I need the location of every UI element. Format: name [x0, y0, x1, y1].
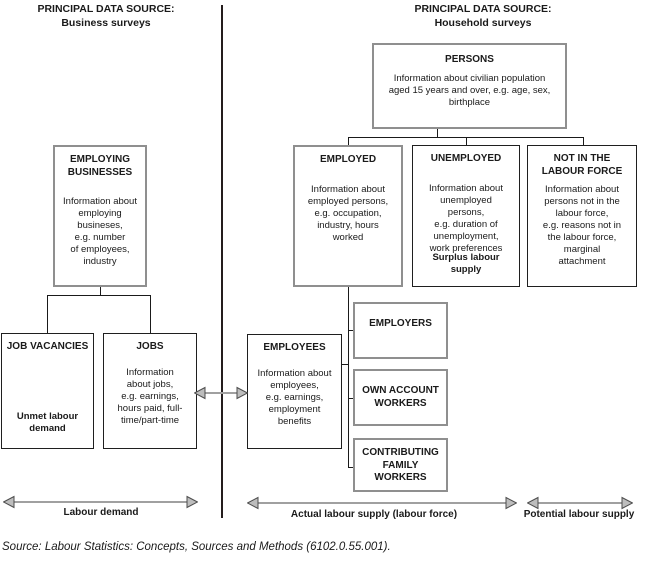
box-employers-title: EMPLOYERS — [369, 318, 432, 329]
header-household-line2: Household surveys — [434, 16, 532, 29]
box-employed: EMPLOYED Information about employed pers… — [293, 145, 403, 287]
box-employing-businesses: EMPLOYING BUSINESSES Information about e… — [53, 145, 147, 287]
actual-labour-supply-label: Actual labour supply (labour force) — [290, 509, 458, 520]
potential-labour-supply-double-arrow-icon — [527, 496, 633, 510]
connector-line — [583, 137, 584, 145]
box-job-vacancies: JOB VACANCIES Unmet labour demand — [1, 333, 94, 449]
connector-line — [466, 137, 467, 145]
connector-line — [100, 287, 101, 296]
connector-line — [348, 287, 349, 468]
box-job-vacancies-title: JOB VACANCIES — [6, 341, 89, 352]
box-employed-title: EMPLOYED — [319, 154, 377, 165]
box-not-in-labour-force-title: NOT IN THE LABOUR FORCE — [541, 153, 623, 177]
actual-labour-supply-double-arrow-icon — [247, 496, 517, 510]
box-unemployed-title: UNEMPLOYED — [430, 153, 502, 164]
box-employees-title: EMPLOYEES — [263, 342, 326, 353]
box-contributing-family-workers-title: CONTRIBUTING FAMILY WORKERS — [362, 447, 439, 483]
box-not-in-labour-force-body: Information about persons not in the lab… — [542, 184, 622, 267]
connector-line — [437, 129, 438, 138]
header-business-line1: PRINCIPAL DATA SOURCE: — [37, 3, 175, 15]
box-jobs-body: Information about jobs, e.g. earnings, h… — [117, 366, 183, 426]
labour-demand-double-arrow-icon — [3, 495, 198, 509]
box-unemployed-body: Information about unemployed persons, e.… — [429, 182, 503, 254]
box-persons-body: Information about civilian population ag… — [388, 72, 551, 108]
connector-line — [348, 137, 349, 145]
box-employees: EMPLOYEES Information about employees, e… — [247, 334, 342, 449]
header-business-line2: Business surveys — [61, 16, 151, 29]
box-employing-businesses-title: EMPLOYING BUSINESSES — [67, 154, 133, 178]
box-contributing-family-workers: CONTRIBUTING FAMILY WORKERS — [353, 438, 448, 492]
labour-demand-label: Labour demand — [63, 507, 139, 518]
connector-line — [150, 295, 151, 333]
header-household-surveys: PRINCIPAL DATA SOURCE: Household surveys — [397, 3, 569, 30]
potential-labour-supply-label: Potential labour supply — [523, 509, 635, 520]
box-own-account-workers: OWN ACCOUNT WORKERS — [353, 369, 448, 426]
jobs-employees-double-arrow-icon — [194, 386, 248, 400]
connector-line — [47, 295, 48, 333]
source-note: Source: Labour Statistics: Concepts, Sou… — [2, 541, 391, 553]
box-job-vacancies-footer: Unmet labour demand — [16, 411, 79, 434]
box-unemployed-footer: Surplus labour supply — [432, 252, 500, 275]
box-employed-body: Information about employed persons, e.g.… — [307, 183, 389, 243]
box-persons-title: PERSONS — [445, 54, 494, 65]
connector-line — [349, 398, 354, 399]
box-not-in-labour-force: NOT IN THE LABOUR FORCE Information abou… — [527, 145, 637, 287]
connector-line — [47, 295, 151, 296]
box-employers: EMPLOYERS — [353, 302, 448, 359]
box-jobs: JOBS Information about jobs, e.g. earnin… — [103, 333, 197, 449]
header-household-line1: PRINCIPAL DATA SOURCE: — [414, 3, 552, 15]
box-own-account-workers-title: OWN ACCOUNT WORKERS — [362, 385, 439, 409]
box-employees-body: Information about employees, e.g. earnin… — [257, 367, 332, 427]
box-persons: PERSONS Information about civilian popul… — [372, 43, 567, 129]
connector-line — [349, 467, 354, 468]
box-unemployed: UNEMPLOYED Information about unemployed … — [412, 145, 520, 287]
connector-line — [342, 364, 348, 365]
divider-line — [221, 5, 223, 518]
box-jobs-title: JOBS — [136, 341, 164, 352]
header-business-surveys: PRINCIPAL DATA SOURCE: Business surveys — [20, 3, 192, 30]
connector-line — [349, 330, 354, 331]
box-employing-businesses-body: Information about employing busineses, e… — [63, 196, 137, 267]
